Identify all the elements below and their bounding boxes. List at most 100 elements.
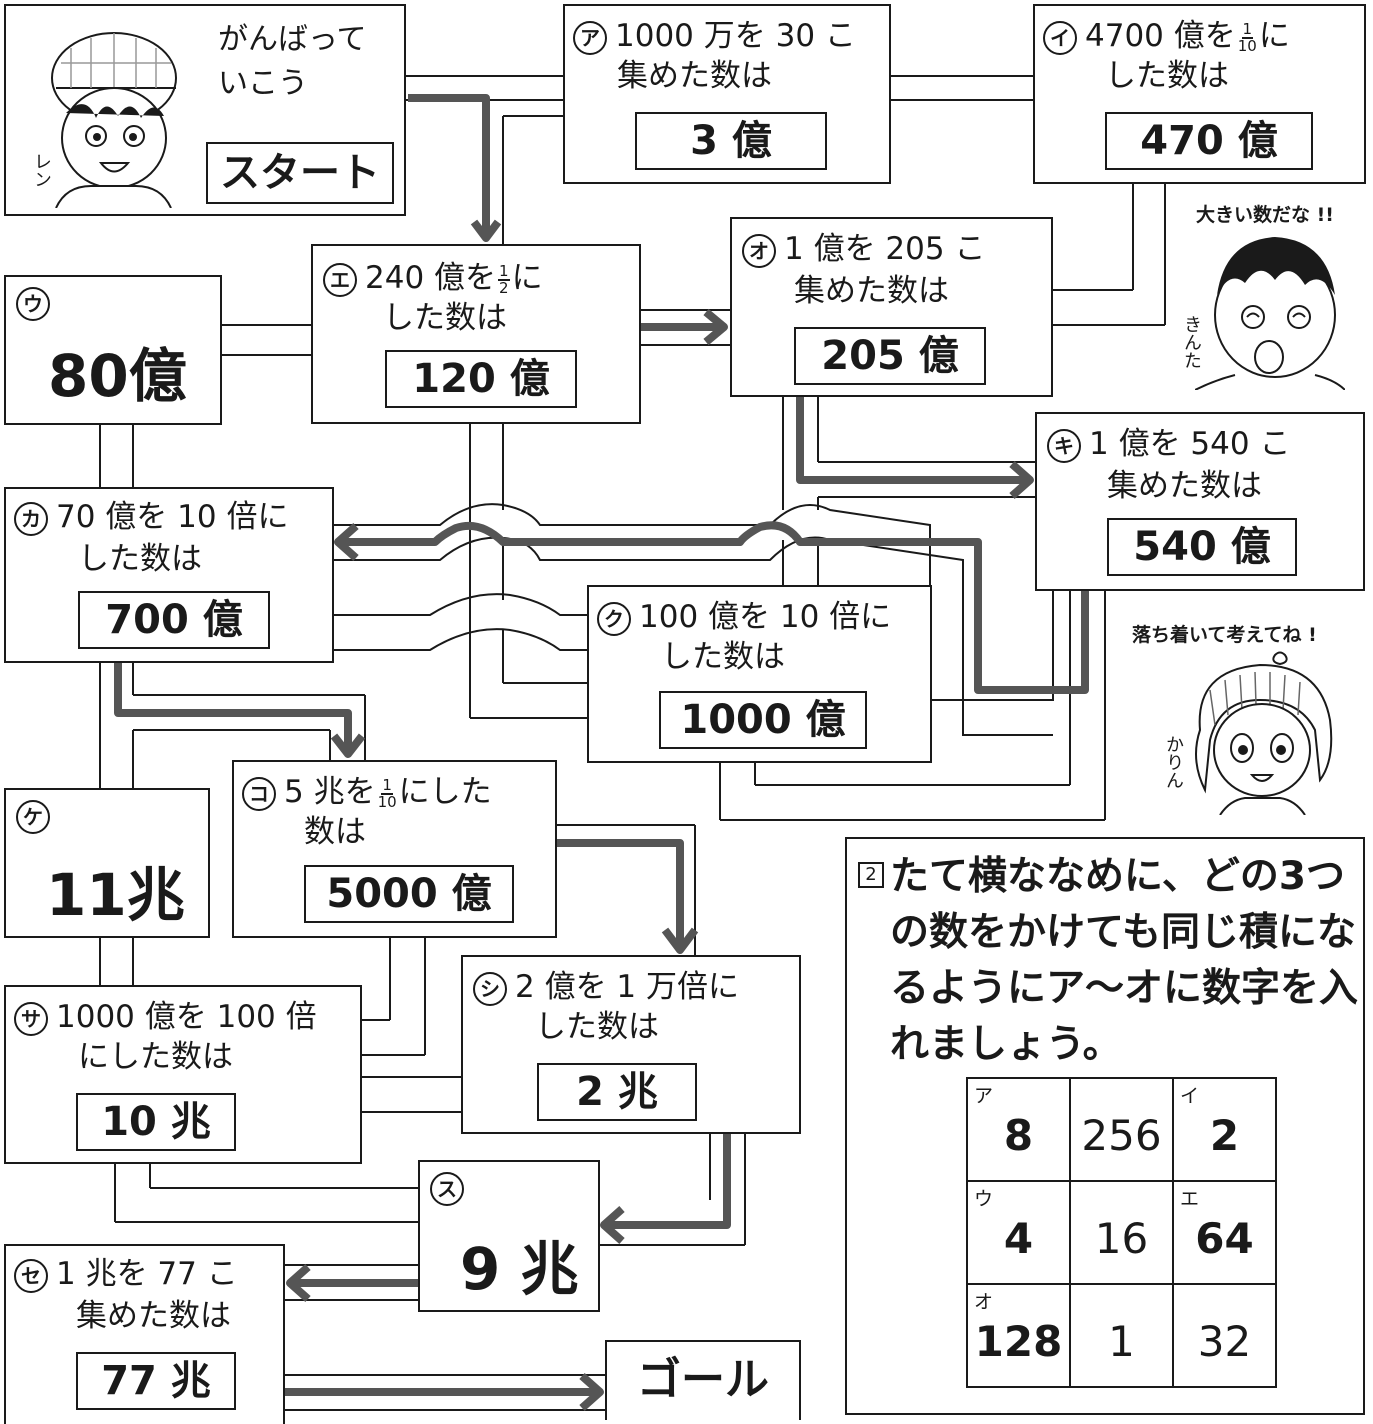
mark-ke: ケ bbox=[16, 800, 50, 834]
grid-cell: 16 bbox=[1069, 1180, 1174, 1285]
start-speech: がんばって いこう bbox=[218, 22, 367, 101]
grid-cell: 256 bbox=[1069, 1077, 1174, 1182]
box-i-answer: 470 億 bbox=[1105, 112, 1313, 170]
mark-i: イ bbox=[1043, 20, 1077, 55]
box-ka-answer: 700 億 bbox=[78, 591, 270, 649]
box-o-answer: 205 億 bbox=[794, 327, 986, 385]
grid-value: 256 bbox=[1081, 1111, 1162, 1160]
problem2-number: 2 bbox=[858, 862, 884, 888]
box-a-q2: 集めた数は bbox=[617, 58, 772, 94]
mark-a: ア bbox=[573, 20, 607, 55]
box-i-q1b: に bbox=[1258, 18, 1290, 54]
ren-character-illustration bbox=[51, 32, 177, 208]
karin-character-illustration bbox=[1195, 651, 1333, 815]
mark-shi: シ bbox=[473, 971, 507, 1006]
problem2-line-3: るようにア〜オに数字を入 bbox=[890, 966, 1359, 1011]
frac-ko-den: 10 bbox=[377, 792, 397, 811]
box-ko-q1b: にした bbox=[398, 774, 492, 810]
box-ki-q1: 1 億を 540 こ bbox=[1089, 426, 1291, 462]
grid-kana-i: イ bbox=[1180, 1085, 1200, 1107]
box-ko-q1a: 5 兆を bbox=[284, 774, 376, 810]
route-su-to-se bbox=[286, 1264, 420, 1302]
frac-e-num: 1 bbox=[498, 261, 510, 281]
grid-kana-a: ア bbox=[974, 1085, 994, 1107]
box-u-value: 80億 bbox=[48, 342, 187, 410]
box-sa-answer: 10 兆 bbox=[76, 1093, 236, 1151]
box-ke: ケ 11兆 bbox=[4, 788, 210, 938]
box-se-q2: 集めた数は bbox=[76, 1298, 231, 1334]
grid-value-i: 2 bbox=[1209, 1111, 1240, 1160]
box-ki-answer: 540 億 bbox=[1107, 518, 1297, 576]
grid-value: 1 bbox=[1108, 1317, 1135, 1366]
karin-name: かりん bbox=[1163, 735, 1184, 789]
mark-sa: サ bbox=[14, 1001, 48, 1036]
box-ku-q1: 100 億を 10 倍に bbox=[639, 599, 892, 635]
grid-kana-e: エ bbox=[1180, 1188, 1200, 1210]
box-e-q2: した数は bbox=[383, 300, 507, 336]
frac-i-num: 1 bbox=[1241, 19, 1254, 39]
box-se-q1: 1 兆を 77 こ bbox=[56, 1256, 238, 1292]
route-start-to-e bbox=[408, 94, 490, 236]
grid-value-u: 4 bbox=[1003, 1214, 1034, 1263]
grid-value: 32 bbox=[1197, 1317, 1252, 1366]
route-o-to-ki bbox=[796, 392, 1034, 499]
frac-e-den: 2 bbox=[499, 278, 509, 297]
kinta-character-illustration bbox=[1195, 237, 1345, 390]
problem2-line-1: たて横ななめに、どの3つ bbox=[890, 854, 1345, 899]
grid-kana-u: ウ bbox=[974, 1188, 994, 1210]
box-ko-q2: 数は bbox=[304, 814, 366, 850]
box-ku-q2: した数は bbox=[661, 639, 785, 675]
box-ku-answer: 1000 億 bbox=[659, 691, 867, 749]
box-sa-q1: 1000 億を 100 倍 bbox=[56, 999, 317, 1035]
grid-cell: 32 bbox=[1172, 1283, 1277, 1388]
start-label: スタート bbox=[206, 142, 394, 204]
box-o-q2: 集めた数は bbox=[794, 273, 949, 309]
box-shi-q2: した数は bbox=[535, 1009, 659, 1045]
box-i-q1a: 4700 億を bbox=[1085, 18, 1236, 54]
grid-value: 16 bbox=[1094, 1214, 1149, 1263]
mark-u: ウ bbox=[16, 287, 50, 321]
box-ka-q1: 70 億を 10 倍に bbox=[56, 499, 289, 535]
box-e-q1a: 240 億を bbox=[365, 260, 497, 296]
grid-value-e: 64 bbox=[1195, 1214, 1254, 1263]
box-e-q1b: に bbox=[511, 260, 543, 296]
route-ko-to-shi bbox=[548, 839, 699, 954]
grid-cell-e: エ 64 bbox=[1172, 1180, 1277, 1285]
start-box: レン がんばって いこう スタート bbox=[4, 4, 406, 216]
karin-speech: 落ち着いて考えてね ! bbox=[1132, 624, 1317, 646]
frac-i-den: 10 bbox=[1237, 36, 1257, 55]
box-ki-q2: 集めた数は bbox=[1107, 468, 1262, 504]
route-shi-to-su bbox=[600, 1122, 731, 1244]
box-su: ス 9 兆 bbox=[418, 1160, 600, 1312]
frac-ko-num: 1 bbox=[381, 775, 393, 795]
box-sa-q2: にした数は bbox=[78, 1039, 233, 1075]
mark-su: ス bbox=[430, 1172, 464, 1206]
goal-box: ゴール bbox=[605, 1340, 801, 1420]
grid-value-a: 8 bbox=[1003, 1111, 1034, 1160]
box-shi-answer: 2 兆 bbox=[537, 1063, 697, 1121]
